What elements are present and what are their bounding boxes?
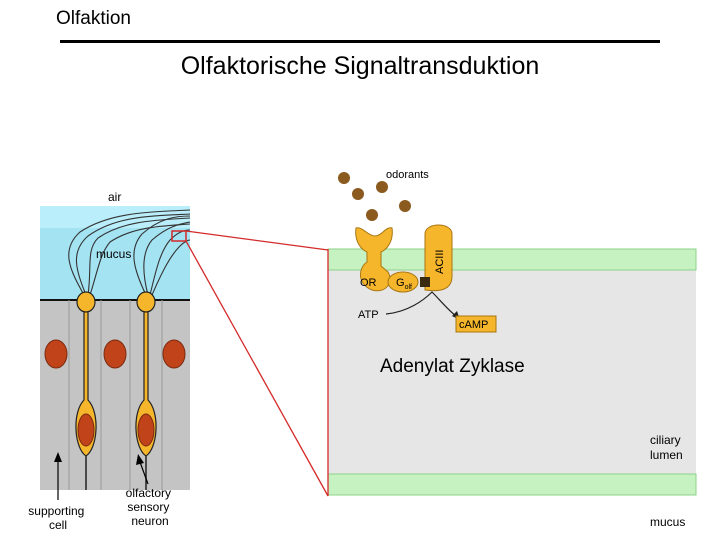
aciii-label: ACIII — [434, 250, 446, 274]
supporting-cell-label: supporting cell — [28, 504, 87, 532]
odorants-label: odorants — [386, 169, 429, 181]
mucus-label-right: mucus — [650, 515, 685, 529]
zoom-marker — [171, 230, 187, 242]
header-divider — [60, 40, 660, 43]
page-title: Olfaktorische Signaltransduktion — [180, 52, 540, 80]
label-pointers — [54, 452, 149, 500]
air-label: air — [108, 190, 121, 204]
adenylyl-cyclase — [424, 224, 453, 292]
epithelium-tissue — [40, 300, 190, 490]
section-header: Olfaktion — [56, 8, 131, 29]
cilium-membrane-panel: odorants OR Golf ACIII ATP cAMP ciliary … — [327, 169, 697, 529]
camp-label: cAMP — [459, 319, 488, 331]
supporting-cell-nucleus — [103, 339, 127, 369]
sensory-neuron — [135, 291, 157, 490]
g-protein — [387, 271, 419, 293]
aciii-binding-site — [420, 277, 430, 287]
supporting-cell-nucleus — [44, 339, 68, 369]
odorant-molecules — [338, 172, 411, 221]
mucus-layer — [40, 228, 190, 300]
ciliary-lumen-area — [328, 270, 696, 474]
mucus-label: mucus — [96, 247, 131, 261]
odorant-receptor — [355, 227, 393, 292]
camp-box — [455, 315, 497, 333]
upper-membrane — [327, 248, 697, 271]
zoom-lines — [185, 230, 329, 497]
g-protein-label: Golf — [396, 277, 412, 291]
sensory-neuron — [75, 291, 97, 490]
or-label: OR — [360, 277, 377, 289]
conversion-arrow — [385, 291, 457, 317]
sensory-neuron-label: olfactory sensory neuron — [126, 486, 175, 528]
atp-label: ATP — [358, 309, 379, 321]
ciliary-lumen-label: ciliary lumen — [650, 433, 684, 462]
epithelium-panel: air mucus supporting cell olfactory sens… — [28, 190, 191, 532]
adenylat-zyklase-caption: Adenylat Zyklase — [380, 356, 525, 377]
supporting-cell-nucleus — [162, 339, 186, 369]
lower-membrane — [327, 473, 697, 496]
